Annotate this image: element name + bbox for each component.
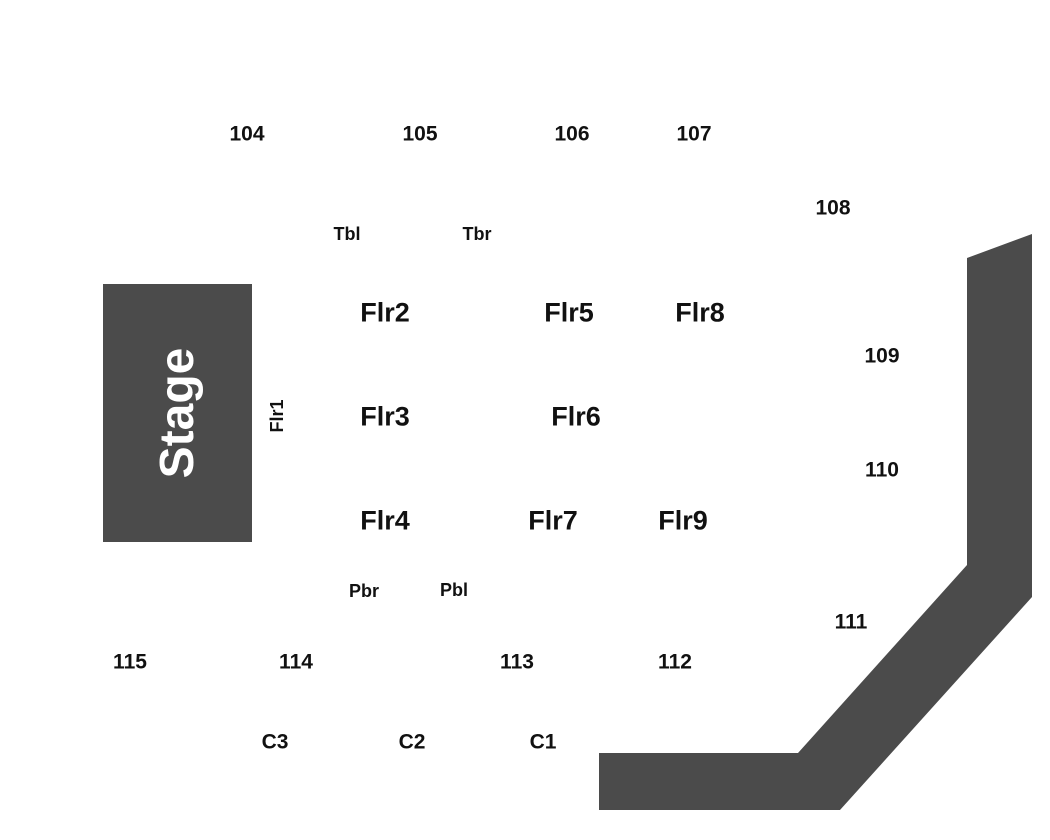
stage[interactable]: Stage xyxy=(103,284,252,542)
section-112[interactable]: 112 xyxy=(658,650,692,674)
arena-wall xyxy=(599,234,1032,810)
section-113[interactable]: 113 xyxy=(500,650,534,674)
section-105[interactable]: 105 xyxy=(402,122,438,146)
floor-flr7[interactable]: Flr7 xyxy=(528,505,578,536)
club-c1[interactable]: C1 xyxy=(529,730,557,754)
section-106[interactable]: 106 xyxy=(554,122,590,146)
club-c3[interactable]: C3 xyxy=(261,730,289,754)
section-104[interactable]: 104 xyxy=(229,122,265,146)
section-115[interactable]: 115 xyxy=(113,650,147,674)
floor-flr3[interactable]: Flr3 xyxy=(360,401,410,432)
floor-flr6[interactable]: Flr6 xyxy=(551,401,601,432)
section-110[interactable]: 110 xyxy=(865,458,899,482)
floor-flr5[interactable]: Flr5 xyxy=(544,297,594,328)
section-108[interactable]: 108 xyxy=(815,196,851,220)
section-107[interactable]: 107 xyxy=(676,122,712,146)
floor-flr2[interactable]: Flr2 xyxy=(360,297,410,328)
platform-tbl[interactable]: Tbl xyxy=(333,224,361,244)
section-109[interactable]: 109 xyxy=(864,344,900,368)
floor-flr4[interactable]: Flr4 xyxy=(360,505,410,536)
stage-label: Stage xyxy=(150,347,204,479)
platform-tbr[interactable]: Tbr xyxy=(462,224,492,244)
floor-flr1[interactable]: Flr1 xyxy=(267,399,287,433)
floor-flr9[interactable]: Flr9 xyxy=(658,505,708,536)
platform-pbr[interactable]: Pbr xyxy=(348,581,380,601)
club-c2[interactable]: C2 xyxy=(398,730,426,754)
section-111[interactable]: 111 xyxy=(834,610,868,634)
floor-flr8[interactable]: Flr8 xyxy=(675,297,725,328)
platform-pbl[interactable]: Pbl xyxy=(439,580,469,600)
section-114[interactable]: 114 xyxy=(279,650,313,674)
